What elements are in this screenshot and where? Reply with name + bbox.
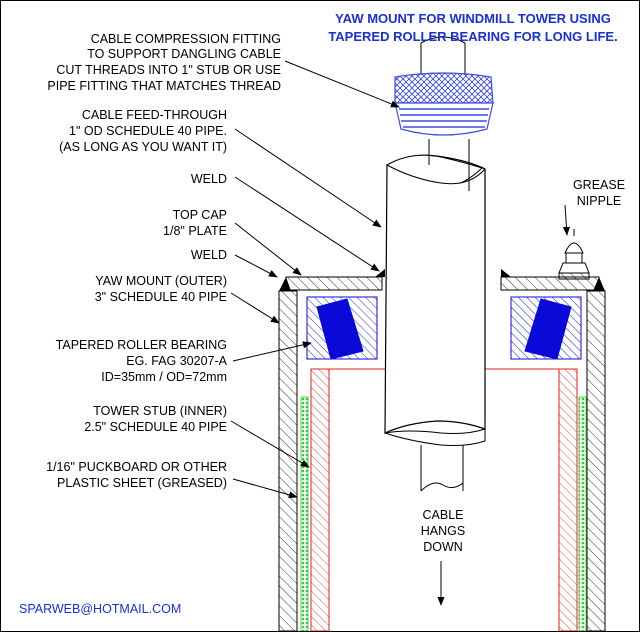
svg-text:HANGS: HANGS bbox=[421, 524, 465, 538]
title-line-2: TAPERED ROLLER BEARING FOR LONG LIFE. bbox=[328, 29, 617, 44]
svg-text:1" OD SCHEDULE 40 PIPE.: 1" OD SCHEDULE 40 PIPE. bbox=[69, 124, 227, 138]
svg-text:GREASE: GREASE bbox=[573, 178, 625, 192]
svg-text:YAW MOUNT (OUTER): YAW MOUNT (OUTER) bbox=[95, 274, 227, 288]
svg-text:NIPPLE: NIPPLE bbox=[577, 194, 621, 208]
label-weld-top: WELD bbox=[191, 172, 227, 186]
puckboard-sheet bbox=[300, 396, 587, 631]
hanging-cable bbox=[420, 445, 464, 606]
threaded-stub bbox=[420, 36, 484, 191]
svg-text:ID=35mm / OD=72mm: ID=35mm / OD=72mm bbox=[101, 370, 227, 384]
svg-text:3" SCHEDULE 40 PIPE: 3" SCHEDULE 40 PIPE bbox=[95, 290, 227, 304]
svg-text:TAPERED ROLLER BEARING: TAPERED ROLLER BEARING bbox=[56, 338, 227, 352]
svg-text:TOWER STUB (INNER): TOWER STUB (INNER) bbox=[93, 404, 227, 418]
label-tower-stub: TOWER STUB (INNER) 2.5" SCHEDULE 40 PIPE bbox=[84, 404, 227, 434]
svg-text:CABLE COMPRESSION FITTING: CABLE COMPRESSION FITTING bbox=[91, 32, 281, 46]
tapered-roller-bearing-right bbox=[510, 296, 582, 360]
svg-text:PLASTIC SHEET (GREASED): PLASTIC SHEET (GREASED) bbox=[57, 476, 227, 490]
tapered-roller-bearing-left bbox=[306, 296, 378, 360]
svg-text:EG. FAG 30207-A: EG. FAG 30207-A bbox=[126, 354, 227, 368]
cable-compression-fitting bbox=[394, 72, 494, 136]
svg-text:1/16" PUCKBOARD OR OTHER: 1/16" PUCKBOARD OR OTHER bbox=[46, 460, 227, 474]
title-block: YAW MOUNT FOR WINDMILL TOWER USING TAPER… bbox=[328, 11, 617, 44]
label-top-cap: TOP CAP 1/8" PLATE bbox=[163, 208, 227, 238]
author-email: SPARWEB@HOTMAIL.COM bbox=[19, 602, 181, 616]
svg-text:CABLE FEED-THROUGH: CABLE FEED-THROUGH bbox=[82, 108, 227, 122]
svg-text:1/8" PLATE: 1/8" PLATE bbox=[163, 224, 227, 238]
svg-text:CABLE: CABLE bbox=[423, 508, 464, 522]
label-cable-feed-through: CABLE FEED-THROUGH 1" OD SCHEDULE 40 PIP… bbox=[59, 108, 227, 154]
svg-text:2.5" SCHEDULE 40 PIPE: 2.5" SCHEDULE 40 PIPE bbox=[84, 420, 227, 434]
title-line-1: YAW MOUNT FOR WINDMILL TOWER USING bbox=[335, 11, 611, 26]
label-cable-hangs-down: CABLE HANGS DOWN bbox=[421, 508, 465, 554]
label-compression-fitting: CABLE COMPRESSION FITTING TO SUPPORT DAN… bbox=[47, 32, 281, 93]
label-weld-mid: WELD bbox=[191, 248, 227, 262]
label-bearing: TAPERED ROLLER BEARING EG. FAG 30207-A I… bbox=[56, 338, 228, 384]
grease-nipple bbox=[558, 229, 590, 280]
label-puckboard: 1/16" PUCKBOARD OR OTHER PLASTIC SHEET (… bbox=[46, 460, 227, 490]
svg-text:TO SUPPORT DANGLING CABLE: TO SUPPORT DANGLING CABLE bbox=[87, 47, 281, 61]
svg-text:DOWN: DOWN bbox=[423, 540, 463, 554]
svg-text:(AS LONG AS YOU WANT IT): (AS LONG AS YOU WANT IT) bbox=[59, 140, 227, 154]
weld-beads bbox=[279, 269, 605, 291]
svg-text:PIPE FITTING THAT MATCHES THRE: PIPE FITTING THAT MATCHES THREAD bbox=[47, 79, 281, 93]
label-yaw-mount: YAW MOUNT (OUTER) 3" SCHEDULE 40 PIPE bbox=[95, 274, 227, 304]
leader-lines bbox=[230, 60, 571, 499]
svg-text:CUT THREADS INTO 1" STUB OR US: CUT THREADS INTO 1" STUB OR USE bbox=[56, 63, 281, 77]
cable-feed-through-pipe bbox=[384, 154, 486, 446]
label-grease-nipple: GREASE NIPPLE bbox=[573, 178, 625, 208]
svg-text:TOP CAP: TOP CAP bbox=[173, 208, 227, 222]
